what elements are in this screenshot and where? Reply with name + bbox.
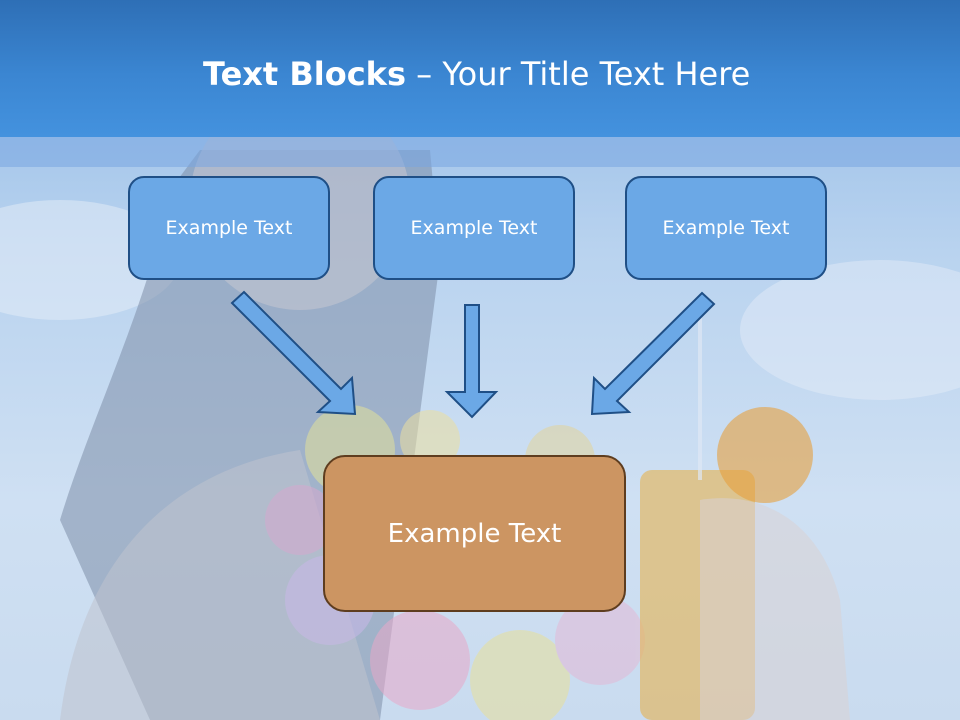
text-block-top-center[interactable]: Example Text <box>373 176 575 280</box>
text-block-label: Example Text <box>410 217 538 239</box>
text-block-label: Example Text <box>662 217 790 239</box>
text-block-top-right[interactable]: Example Text <box>625 176 827 280</box>
text-block-main-label: Example Text <box>387 518 562 549</box>
text-block-main[interactable]: Example Text <box>323 455 626 612</box>
text-block-top-left[interactable]: Example Text <box>128 176 330 280</box>
title-dash: – <box>406 55 443 93</box>
text-block-label: Example Text <box>165 217 293 239</box>
title-accent-strip <box>0 137 960 167</box>
title-bar <box>0 0 960 137</box>
slide-title: Text Blocks – Your Title Text Here <box>203 55 750 93</box>
title-bold: Text Blocks <box>203 55 406 93</box>
title-rest: Your Title Text Here <box>442 55 751 93</box>
